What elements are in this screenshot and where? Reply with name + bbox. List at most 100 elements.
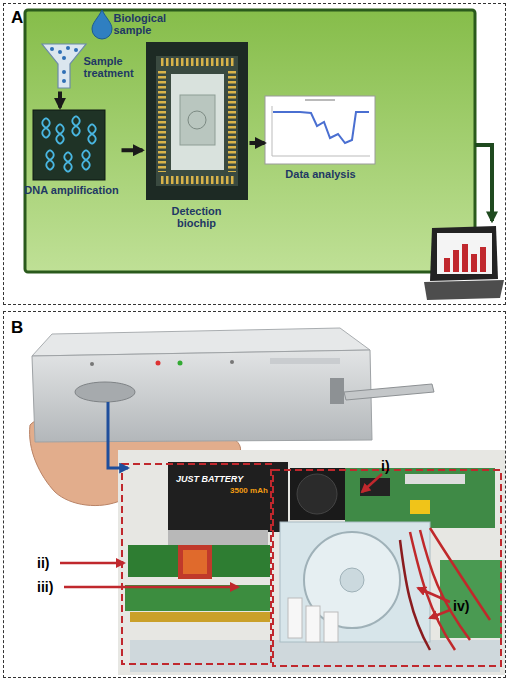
fan-blades <box>297 474 337 514</box>
step-label: Data analysis <box>265 168 377 180</box>
particle <box>66 46 70 50</box>
chip-pins <box>160 58 234 66</box>
tube <box>288 598 302 638</box>
laptop-display <box>437 233 492 274</box>
funnel-icon <box>42 44 86 88</box>
device-badge <box>75 382 135 402</box>
battery-capacity: 3500 mAh <box>230 486 268 495</box>
wire <box>400 540 430 650</box>
coil-core <box>183 550 207 574</box>
pcb <box>440 560 502 638</box>
chart-title-mark <box>305 100 335 101</box>
chart-curve <box>273 112 369 143</box>
device-tray <box>344 384 434 400</box>
chip-package <box>156 56 238 186</box>
fan <box>290 468 345 520</box>
step-label: Biological sample <box>114 12 178 37</box>
dna-helix <box>72 116 80 136</box>
chip-pins <box>228 70 236 172</box>
component <box>410 500 430 514</box>
wire <box>430 528 490 620</box>
coil <box>178 545 212 579</box>
particle <box>62 79 66 83</box>
treatment-step: Sample treatment <box>40 40 140 92</box>
bar <box>471 254 477 272</box>
leader-arrow <box>362 474 382 492</box>
dna-helix <box>82 150 90 170</box>
panel: Biological sampleSample treatmentDNA amp… <box>3 3 506 305</box>
chart-axis <box>272 106 273 156</box>
connector-strip <box>130 612 270 622</box>
metal-plate <box>168 530 268 546</box>
flow-arrow <box>250 141 265 145</box>
region-outline <box>122 464 271 664</box>
callout-number: iii) <box>37 579 53 595</box>
pcb <box>345 468 495 528</box>
bar <box>453 250 459 272</box>
sample-step: Biological sample <box>92 6 192 48</box>
led <box>90 362 94 366</box>
device-latch <box>330 378 344 404</box>
led <box>178 361 183 366</box>
acrylic-base <box>130 640 500 672</box>
particle <box>58 50 62 54</box>
device-print <box>270 358 340 364</box>
funnel-body <box>42 44 86 88</box>
laptop-base <box>424 280 504 300</box>
tube <box>306 606 320 642</box>
analysis-step: Data analysis <box>265 94 377 184</box>
wire <box>410 532 455 650</box>
chart-thumbnail <box>265 96 375 164</box>
dna-panel <box>33 110 105 180</box>
chart-frame <box>265 96 375 164</box>
particle <box>50 47 54 51</box>
step-label: Detection biochip <box>157 205 237 230</box>
tube <box>324 612 338 642</box>
wire <box>420 530 470 640</box>
photo-background <box>118 450 505 675</box>
sensor-well <box>188 111 206 129</box>
zoom-arrow <box>108 402 128 468</box>
dna-helix <box>64 152 72 172</box>
disc-hub <box>340 568 364 592</box>
internals-photo <box>118 450 505 675</box>
dna-helix <box>88 124 96 144</box>
chip-pins <box>158 70 166 172</box>
bar <box>444 258 450 272</box>
laptop-icon <box>424 226 504 300</box>
dna-helix <box>56 124 64 144</box>
dna-box <box>33 110 105 180</box>
panel: B <box>3 311 506 678</box>
callout-number: ii) <box>37 555 49 571</box>
battery-brand: JUST BATTERY <box>176 474 243 484</box>
step-label: DNA amplification <box>22 184 122 196</box>
output-arrow <box>475 145 492 221</box>
device-front <box>32 350 372 442</box>
drop-icon <box>92 10 112 39</box>
step-label: Sample treatment <box>84 55 148 80</box>
led <box>230 360 234 364</box>
device-photo <box>32 328 434 442</box>
bar <box>462 244 468 272</box>
callout-number: i) <box>381 458 390 474</box>
leader-arrow <box>64 586 238 589</box>
dna-helix <box>46 150 54 170</box>
leader-arrow <box>430 610 450 618</box>
led <box>156 361 161 366</box>
chip-board <box>146 42 248 200</box>
chip-pins <box>160 176 234 184</box>
bar <box>480 247 486 272</box>
process-band <box>25 10 475 272</box>
sensor-area <box>180 95 215 145</box>
laptop-screen <box>430 226 498 281</box>
detection-step: Detection biochip <box>143 40 250 240</box>
flow-arrow <box>122 148 143 152</box>
panel-letter: A <box>11 8 35 27</box>
particle <box>62 70 66 74</box>
header <box>405 474 465 484</box>
pcb <box>125 585 270 611</box>
particle <box>74 48 78 52</box>
